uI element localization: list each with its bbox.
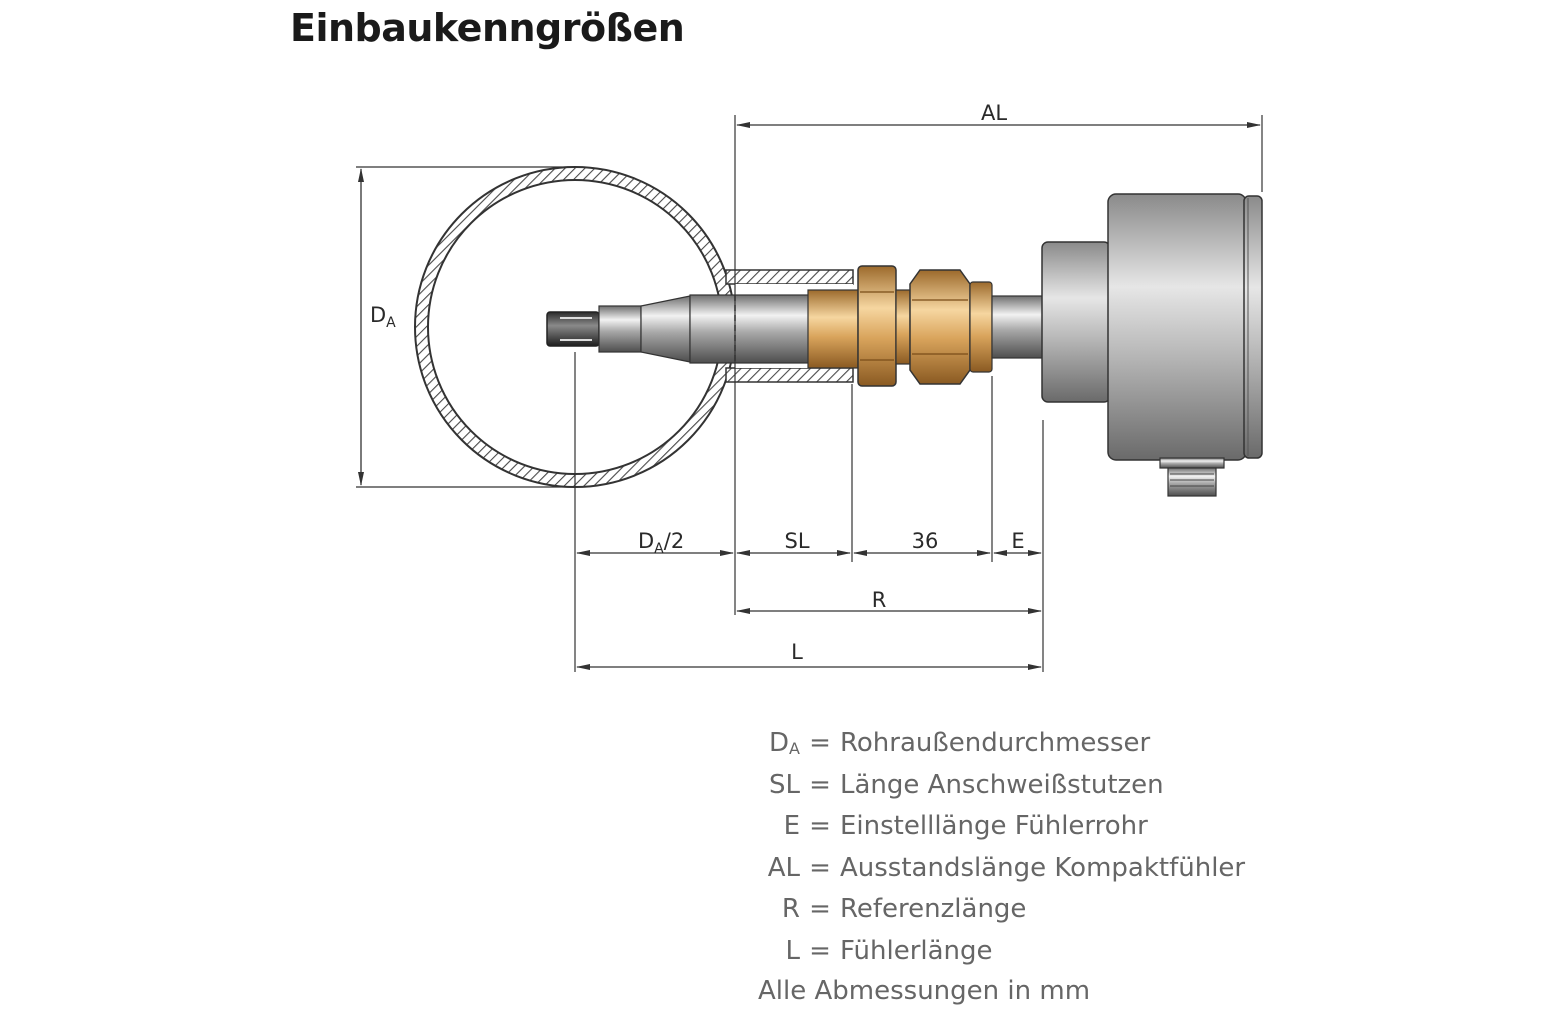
label-l: L bbox=[791, 640, 803, 664]
legend-description: Länge Anschweißstutzen bbox=[840, 769, 1164, 800]
sensor-tube bbox=[689, 294, 811, 364]
cable-connector bbox=[1159, 457, 1225, 497]
legend: DA = Rohraußendurchmesser SL = Länge Ans… bbox=[740, 728, 1245, 977]
dimension-lines bbox=[358, 122, 1261, 670]
compact-sensor-housing bbox=[1041, 193, 1263, 461]
legend-row: AL = Ausstandslänge Kompaktfühler bbox=[767, 852, 1246, 883]
legend-description: Einstelllänge Fühlerrohr bbox=[840, 811, 1148, 841]
label-r: R bbox=[872, 588, 887, 612]
legend-description: Fühlerlänge bbox=[840, 935, 993, 966]
label-al: AL bbox=[981, 101, 1007, 125]
legend-row: SL = Länge Anschweißstutzen bbox=[769, 769, 1164, 800]
brass-sleeve bbox=[807, 289, 859, 369]
lock-nut bbox=[857, 265, 897, 387]
compression-nut bbox=[909, 269, 971, 385]
legend-description: Referenzlänge bbox=[840, 894, 1027, 924]
label-da-half: DA/2 bbox=[638, 529, 684, 557]
label-da: DA bbox=[370, 303, 396, 331]
label-36: 36 bbox=[912, 529, 939, 553]
legend-row: DA = Rohraußendurchmesser bbox=[769, 728, 1151, 758]
legend-row: L = Fühlerlänge bbox=[785, 935, 993, 966]
sensor-tip bbox=[546, 295, 691, 363]
label-e: E bbox=[1011, 529, 1024, 553]
units-note: Alle Abmessungen in mm bbox=[758, 976, 1091, 1006]
legend-row: R = Referenzlänge bbox=[781, 894, 1027, 924]
page-title: Einbaukenngrößen bbox=[290, 6, 685, 50]
extension-lines bbox=[356, 115, 1263, 672]
neck-tube bbox=[991, 295, 1045, 359]
legend-description: Rohraußendurchmesser bbox=[840, 728, 1151, 758]
legend-description: Ausstandslänge Kompaktfühler bbox=[840, 852, 1246, 883]
label-sl: SL bbox=[784, 529, 809, 553]
legend-row: E = Einstelllänge Fühlerrohr bbox=[783, 811, 1148, 841]
